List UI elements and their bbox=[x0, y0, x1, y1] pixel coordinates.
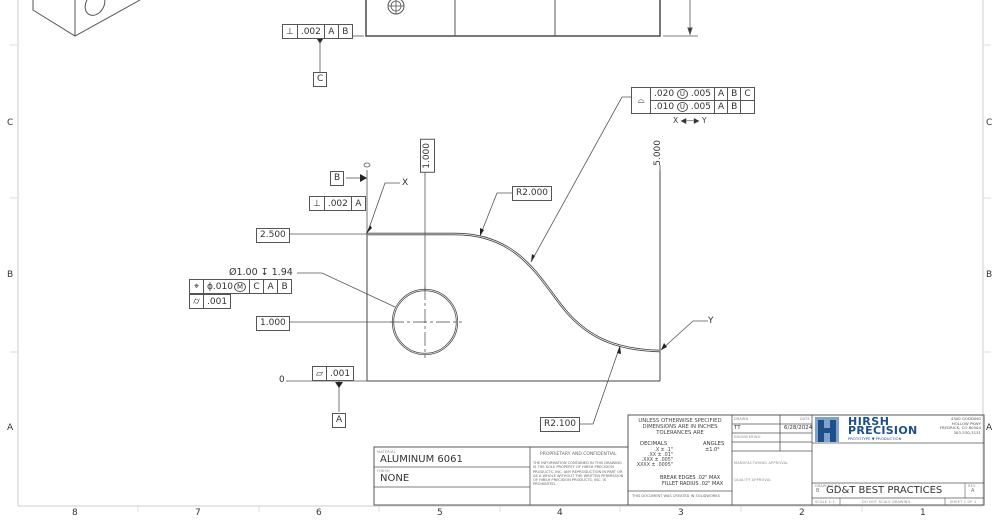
solidworks-note: THIS DOCUMENT WAS CREATED IN SOLIDWORKS bbox=[632, 494, 720, 498]
label-x: X bbox=[402, 178, 409, 188]
rev-value: A bbox=[971, 488, 975, 494]
label-y: Y bbox=[708, 316, 714, 326]
decimals-list: .X ± .1" .XX ± .01" .XXX ± .005" .XXXX ±… bbox=[635, 448, 673, 468]
break-edges-note: BREAK EDGES .02" MAX bbox=[660, 475, 721, 481]
datum-a-label: A bbox=[332, 413, 347, 428]
zone-row-a-right: A bbox=[986, 423, 993, 433]
perpendicularity-fcf-front: ⊥ .002 A bbox=[309, 196, 366, 211]
zone-col-1: 1 bbox=[920, 508, 926, 518]
zone-col-8: 8 bbox=[72, 508, 78, 518]
proprietary-title: PROPRIETARY AND CONFIDENTIAL bbox=[540, 452, 617, 457]
drawn-date: 6/28/2024 bbox=[784, 425, 813, 431]
position-icon: ⌖ bbox=[190, 280, 204, 293]
datum-b-label: B bbox=[330, 171, 345, 186]
zone-row-b-right: B bbox=[986, 270, 993, 280]
cylindricity-icon: ⌭ bbox=[190, 295, 204, 308]
company-logo-mark bbox=[815, 417, 843, 442]
zone-row-a-left: A bbox=[7, 423, 14, 433]
proprietary-text: THE INFORMATION CONTAINED IN THIS DRAWIN… bbox=[533, 461, 624, 487]
unequal-modifier-icon: U bbox=[676, 102, 689, 112]
dim-1000-vertical: 1.000 bbox=[420, 139, 435, 173]
zone-row-c-right: C bbox=[986, 118, 993, 128]
dim-2500: 2.500 bbox=[256, 228, 290, 243]
angles-value: ±1.0° bbox=[705, 447, 720, 453]
angles-label: ANGLES bbox=[703, 441, 725, 447]
material-value: ALUMINUM 6061 bbox=[380, 454, 463, 465]
profile-fcf: ⌓ .020 U .005 A B C .010 U .005 A B bbox=[631, 87, 755, 114]
size-value: B bbox=[816, 488, 820, 494]
company-tagline: PROTOTYPE ▼ PRODUCTION bbox=[848, 436, 902, 441]
flatness-fcf: ▱ .001 bbox=[312, 366, 355, 381]
radius-r2000: R2.000 bbox=[512, 186, 553, 201]
profile-of-surface-icon: ⌓ bbox=[632, 88, 651, 113]
decimals-label: DECIMALS bbox=[640, 441, 668, 447]
perpendicularity-icon: ⊥ bbox=[283, 25, 298, 38]
mmc-modifier-icon: M bbox=[233, 281, 247, 292]
drawing-title: GD&T BEST PRACTICES bbox=[826, 485, 943, 496]
dim-1000: 1.000 bbox=[256, 316, 290, 331]
dim-5000-vertical: 5.000 bbox=[653, 140, 663, 166]
dim-0: 0 bbox=[279, 375, 285, 385]
perpendicularity-icon: ⊥ bbox=[310, 197, 325, 210]
drawn-by: TT bbox=[734, 425, 741, 431]
hole-callout: Ø1.00 ↧ 1.94 bbox=[229, 267, 293, 278]
finish-value: NONE bbox=[380, 473, 410, 484]
zone-col-4: 4 bbox=[557, 508, 563, 518]
fillet-radius-note: FILLET RADIUS .02" MAX bbox=[662, 481, 724, 487]
company-name-2: PRECISION bbox=[848, 424, 918, 437]
tolerance-header: UNLESS OTHERWISE SPECIFIED DIMENSIONS AR… bbox=[638, 418, 722, 436]
perpendicularity-fcf-top: ⊥ .002 A B bbox=[282, 24, 353, 39]
zone-col-3: 3 bbox=[678, 508, 684, 518]
cylindricity-fcf: ⌭ .001 bbox=[189, 294, 232, 309]
datum-c-label: C bbox=[313, 72, 328, 87]
zone-col-2: 2 bbox=[799, 508, 805, 518]
radius-r2100: R2.100 bbox=[540, 417, 581, 432]
company-name-1: HIRSH bbox=[848, 415, 890, 428]
zone-col-6: 6 bbox=[316, 508, 322, 518]
flatness-icon: ▱ bbox=[313, 367, 327, 380]
zone-col-7: 7 bbox=[195, 508, 201, 518]
between-x-y-symbol: X ◀—▶ Y bbox=[673, 116, 707, 125]
zone-row-c-left: C bbox=[7, 118, 14, 128]
unequal-modifier-icon: U bbox=[676, 89, 689, 99]
zone-row-b-left: B bbox=[7, 270, 14, 280]
zone-col-5: 5 bbox=[437, 508, 443, 518]
company-address: 4300 GODDING HOLLOW PKWY FREDRICK, CO 80… bbox=[939, 416, 981, 435]
